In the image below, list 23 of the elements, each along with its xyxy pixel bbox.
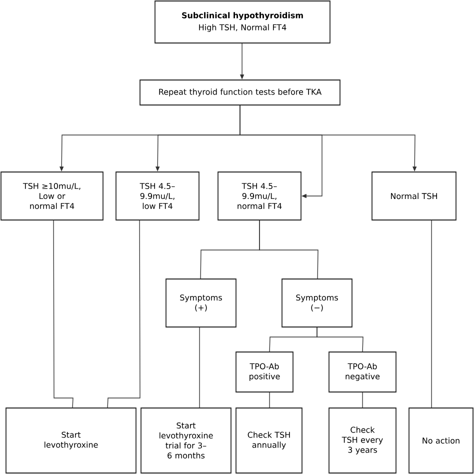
process-box: No action bbox=[408, 408, 474, 474]
process-box: Normal TSH bbox=[372, 172, 456, 220]
connector-line bbox=[53, 220, 74, 408]
process-box: TPO-Ab positive bbox=[236, 352, 294, 392]
process-box: Repeat thyroid function tests before TKA bbox=[140, 80, 340, 106]
process-box: Symptoms (+) bbox=[166, 278, 236, 328]
connector-line bbox=[269, 392, 270, 408]
connector-line bbox=[362, 392, 363, 408]
process-box: Start levothyroxine bbox=[6, 408, 136, 474]
process-box: Check TSH annually bbox=[236, 408, 302, 474]
connector-line bbox=[199, 327, 200, 408]
process-box: TSH 4.5–9.9mu/L, normal FT4 bbox=[218, 172, 302, 220]
process-box: Check TSH every 3 years bbox=[328, 408, 396, 474]
process-box: TSH 4.5–9.9mu/L, low FT4 bbox=[116, 172, 200, 220]
process-box: Start levothyroxine trial for 3–6 months bbox=[140, 408, 232, 474]
connector-line bbox=[107, 220, 140, 408]
process-box: TPO-Ab negative bbox=[328, 352, 396, 392]
heading-box: Subclinical hypothyroidism High TSH, Normal FT4 bbox=[154, 0, 330, 44]
process-box: TSH ≥10mu/L, Low or normal FT4 bbox=[0, 172, 104, 220]
process-box: Symptoms (−) bbox=[282, 278, 352, 328]
connector-line bbox=[431, 220, 432, 408]
connector-line bbox=[259, 220, 318, 279]
connector-line bbox=[316, 327, 364, 352]
